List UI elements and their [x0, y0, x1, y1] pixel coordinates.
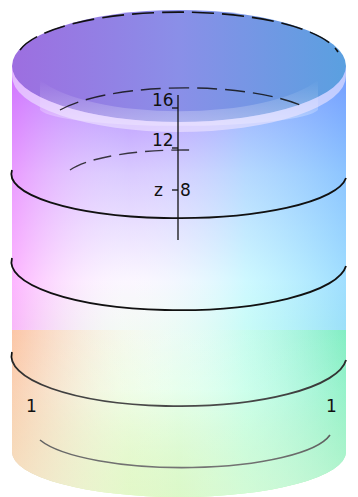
axis-tick-label: 16: [152, 92, 174, 109]
axis-tick-label: 12: [152, 132, 174, 149]
axis-title: z: [154, 182, 163, 199]
axis-tick-label: 8: [180, 182, 191, 199]
axis-tick-label: 1: [26, 398, 37, 415]
axis-tick-label: 1: [326, 398, 337, 415]
